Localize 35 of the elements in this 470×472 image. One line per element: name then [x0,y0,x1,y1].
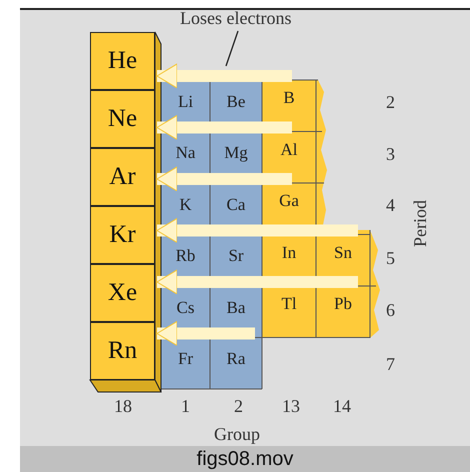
period-number: 4 [386,195,395,216]
arrow [156,321,255,346]
element-cell: Kr [90,206,155,264]
axis-title: Group [214,424,260,445]
arrow [156,270,358,294]
period-number: 6 [386,300,395,321]
element-cell: Al [264,134,314,166]
callout-text: Loses electrons [180,8,292,29]
arrow [156,166,292,192]
element-cell: Pb [318,288,368,320]
group-number: 18 [114,396,132,417]
element-cell: Ar [90,148,155,206]
element-cell: Ne [90,90,155,148]
period-number: 2 [386,92,395,113]
element-cell: Tl [264,288,314,320]
group-number: 2 [234,396,243,417]
arrow [156,64,292,88]
group-number: 1 [181,396,190,417]
period-number: 5 [386,248,395,269]
element-cell: Sn [318,236,368,269]
element-cell: Ga [264,185,314,218]
period-number: 7 [386,354,395,375]
element-cell: In [264,236,314,269]
file-name-caption: figs08.mov [20,446,470,472]
group-number: 14 [333,396,351,417]
arrow [156,218,358,243]
arrow [156,115,292,140]
period-number: 3 [386,144,395,165]
element-cell: He [90,32,155,90]
element-cell: Xe [90,264,155,322]
element-cell: B [264,82,314,114]
leader-line [225,30,239,66]
group-number: 13 [282,396,300,417]
element-cell: Rn [90,322,155,380]
axis-title: Period [410,200,431,247]
